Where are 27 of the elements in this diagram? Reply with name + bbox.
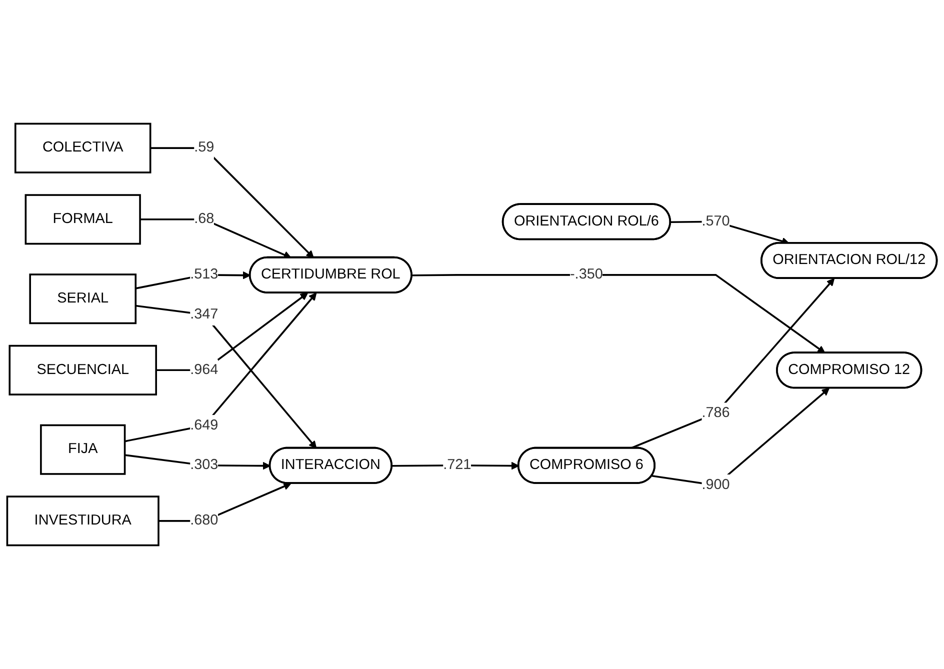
- edge-label: .964: [190, 362, 218, 378]
- edge-label: .513: [190, 266, 218, 282]
- node-box: FORMAL: [24, 194, 141, 245]
- edge-label: .786: [702, 405, 730, 421]
- node-box: FIJA: [40, 424, 126, 475]
- node-box: INVESTIDURA: [6, 496, 160, 546]
- arrow: [150, 147, 314, 258]
- arrow: [140, 218, 292, 259]
- arrow: [136, 304, 317, 449]
- edge-label: .721: [443, 457, 472, 473]
- edge-label: .900: [702, 477, 730, 492]
- node-box: SERIAL: [29, 274, 137, 324]
- arrow: [412, 274, 826, 354]
- edge-label: .59: [194, 140, 214, 156]
- node-box: COLECTIVA: [14, 122, 152, 174]
- edge-label: -.350: [570, 266, 603, 282]
- arrow: [124, 292, 317, 442]
- edge-label: .570: [702, 214, 730, 229]
- node-box: SECUENCIAL: [8, 344, 157, 396]
- arrow: [652, 388, 830, 486]
- arrow: [156, 292, 308, 372]
- edge-label: .649: [190, 418, 218, 433]
- edge-label: .303: [190, 457, 218, 473]
- edge-label: .680: [190, 512, 218, 528]
- edge-label: .347: [190, 306, 218, 322]
- edge-label: .68: [194, 211, 214, 227]
- arrow: [630, 278, 835, 450]
